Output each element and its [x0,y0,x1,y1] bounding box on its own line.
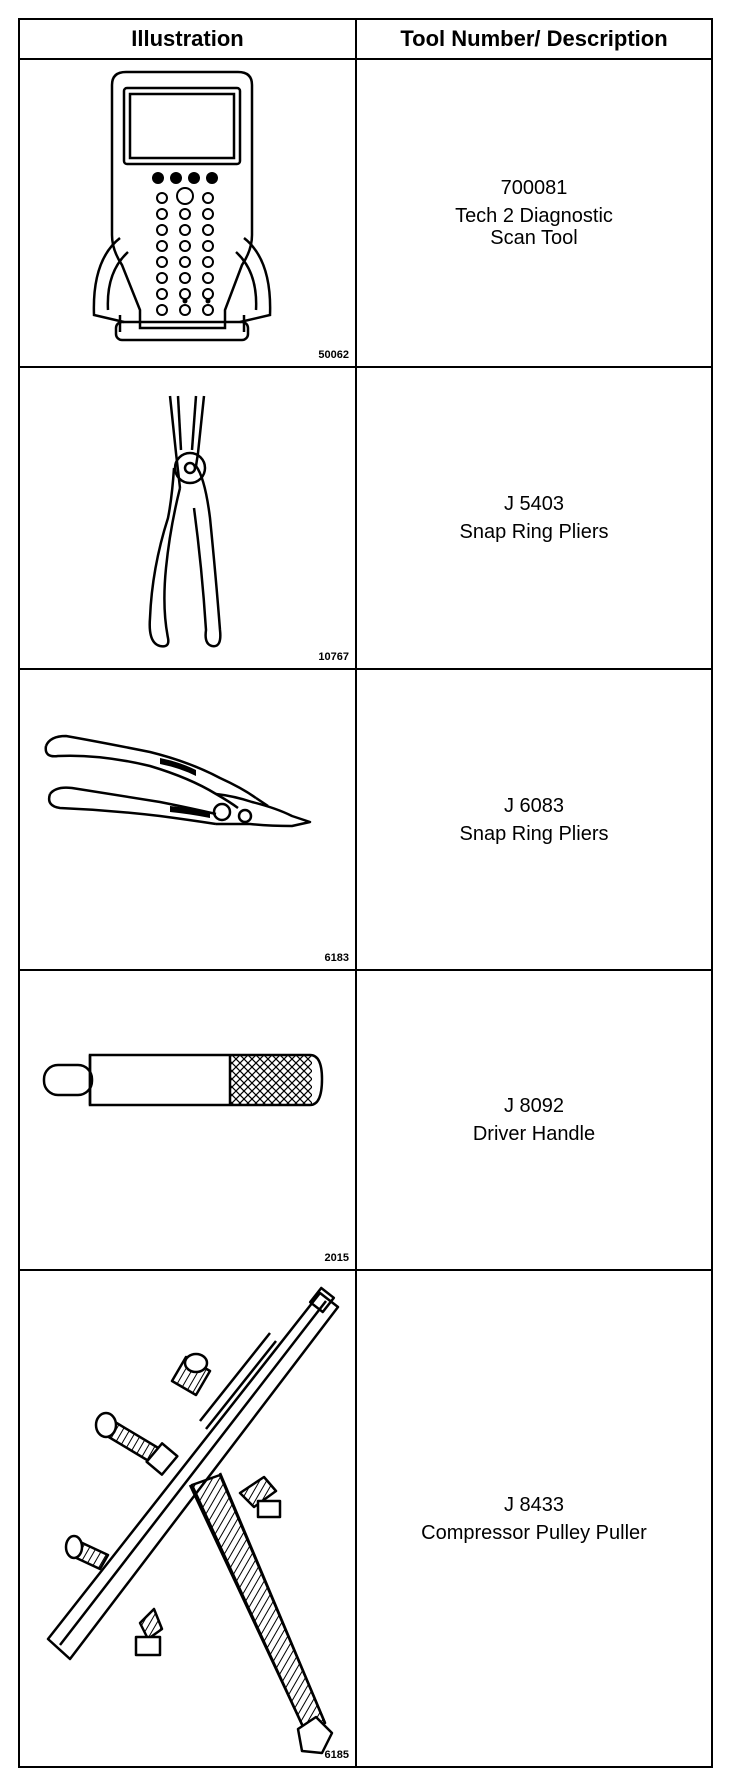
snap-ring-pliers-icon [44,734,312,828]
tool-number: J 5403 [503,493,565,515]
tool-description-line: Tech 2 Diagnostic [455,205,613,227]
tool-number: 700081 [500,177,568,199]
table-row: 50062 700081 Tech 2 Diagnostic Scan Tool [20,60,711,368]
tool-description-cell: J 5403 Snap Ring Pliers [357,368,711,668]
tool-number: J 8092 [503,1095,565,1117]
illustration-cell: 2015 [20,971,355,1269]
header-illustration: Illustration [131,26,244,51]
table-row: 6183 J 6083 Snap Ring Pliers [20,670,711,971]
tool-description-line: Compressor Pulley Puller [421,1521,647,1544]
tool-description-line: Snap Ring Pliers [459,822,609,845]
illustration-cell: 10767 [20,368,355,668]
table-row: 6185 J 8433 Compressor Pulley Puller [20,1271,711,1766]
tool-description-cell: 700081 Tech 2 Diagnostic Scan Tool [357,60,711,366]
tool-description-cell: J 8092 Driver Handle [357,971,711,1269]
illustration-code: 10767 [318,651,349,663]
driver-handle-icon [42,1053,324,1107]
illustration-code: 2015 [324,1252,349,1264]
tool-description-cell: J 6083 Snap Ring Pliers [357,670,711,969]
table-row: 10767 J 5403 Snap Ring Pliers [20,368,711,670]
tool-description-cell: J 8433 Compressor Pulley Puller [357,1271,711,1766]
illustration-cell: 50062 [20,60,355,366]
tool-description-line: Scan Tool [490,227,578,249]
tool-table: Illustration Tool Number/ Description [18,18,713,1768]
table-row: 2015 J 8092 Driver Handle [20,971,711,1271]
scan-tool-icon [92,70,272,342]
header-tool-description: Tool Number/ Description [400,26,668,51]
illustration-code: 6185 [324,1749,349,1761]
tool-number: J 8433 [503,1493,565,1516]
illustration-code: 6183 [324,952,349,964]
pulley-puller-icon [46,1286,340,1755]
illustration-code: 50062 [318,349,349,361]
illustration-cell: 6185 [20,1271,355,1766]
tool-number: J 6083 [503,794,565,817]
illustration-cell: 6183 [20,670,355,969]
tool-description-line: Driver Handle [472,1123,596,1145]
tool-description-line: Snap Ring Pliers [459,521,609,543]
column-divider [355,20,357,1766]
snap-ring-pliers-icon [148,395,222,648]
table-header: Illustration Tool Number/ Description [20,20,711,60]
